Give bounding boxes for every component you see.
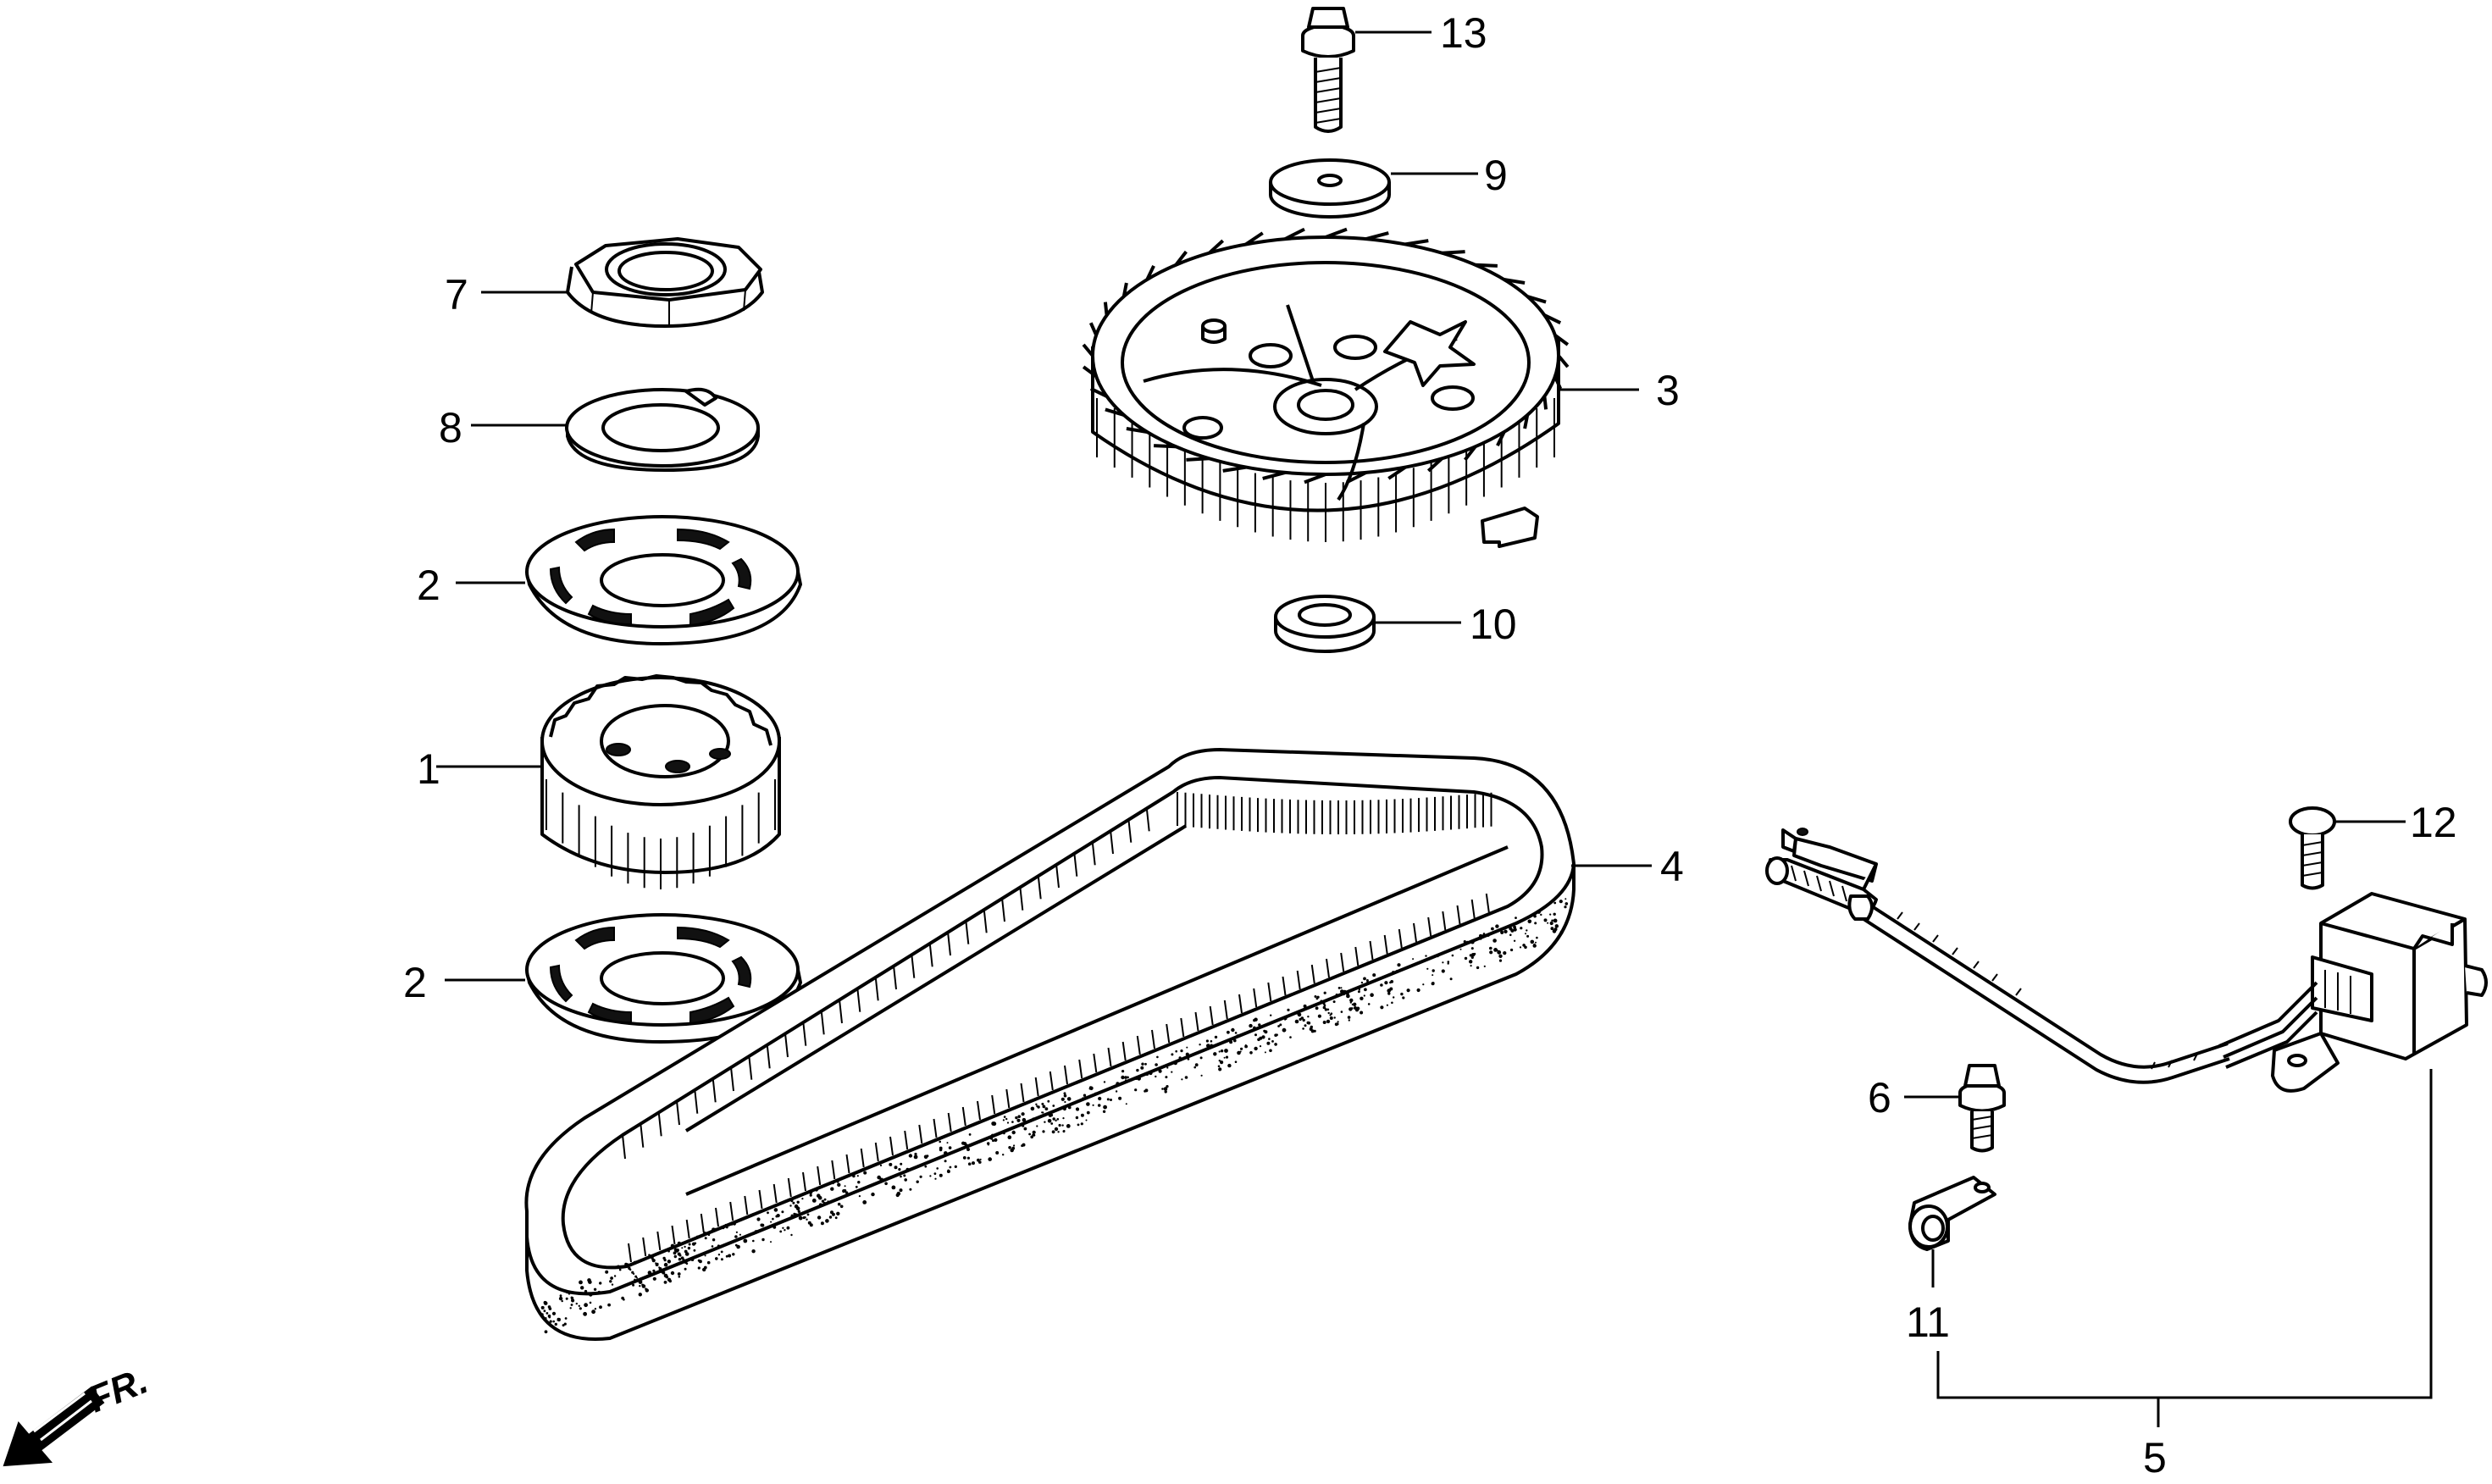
nut-7 (566, 237, 764, 328)
crank-pulley-1 (540, 674, 781, 889)
clamp-11 (1908, 1176, 1996, 1251)
callout-2-lower: 2 (403, 959, 427, 1006)
callout-10: 10 (1470, 601, 1517, 648)
fr-label: FR. (82, 1359, 153, 1420)
washer-10 (1274, 595, 1376, 653)
callout-8: 8 (439, 404, 462, 451)
callout-9: 9 (1484, 152, 1508, 199)
sensor-module-5 (1765, 828, 2488, 1093)
callout-1: 1 (417, 745, 440, 793)
bolt-13 (1301, 7, 1355, 133)
screw-12 (2289, 806, 2336, 890)
washer-8 (565, 387, 760, 472)
callout-7: 7 (445, 271, 468, 318)
leader-5-bracket (1936, 1069, 2433, 1399)
callout-6: 6 (1868, 1074, 1891, 1121)
callout-4: 4 (1660, 843, 1684, 890)
callout-3: 3 (1656, 367, 1680, 414)
callout-12: 12 (2410, 799, 2457, 846)
callout-5: 5 (2143, 1434, 2167, 1481)
callout-11: 11 (1906, 1298, 1950, 1346)
callout-2-upper: 2 (417, 562, 440, 609)
callout-13: 13 (1440, 9, 1487, 57)
cam-pulley-3 (1082, 227, 1570, 548)
timing-belt-4 (524, 748, 1575, 1341)
bolt-6 (1958, 1064, 2006, 1153)
guide-plate-2-lower (525, 913, 802, 1044)
guide-plate-2-upper (525, 515, 802, 645)
front-direction-arrow (3, 1386, 105, 1467)
washer-9 (1269, 158, 1391, 219)
